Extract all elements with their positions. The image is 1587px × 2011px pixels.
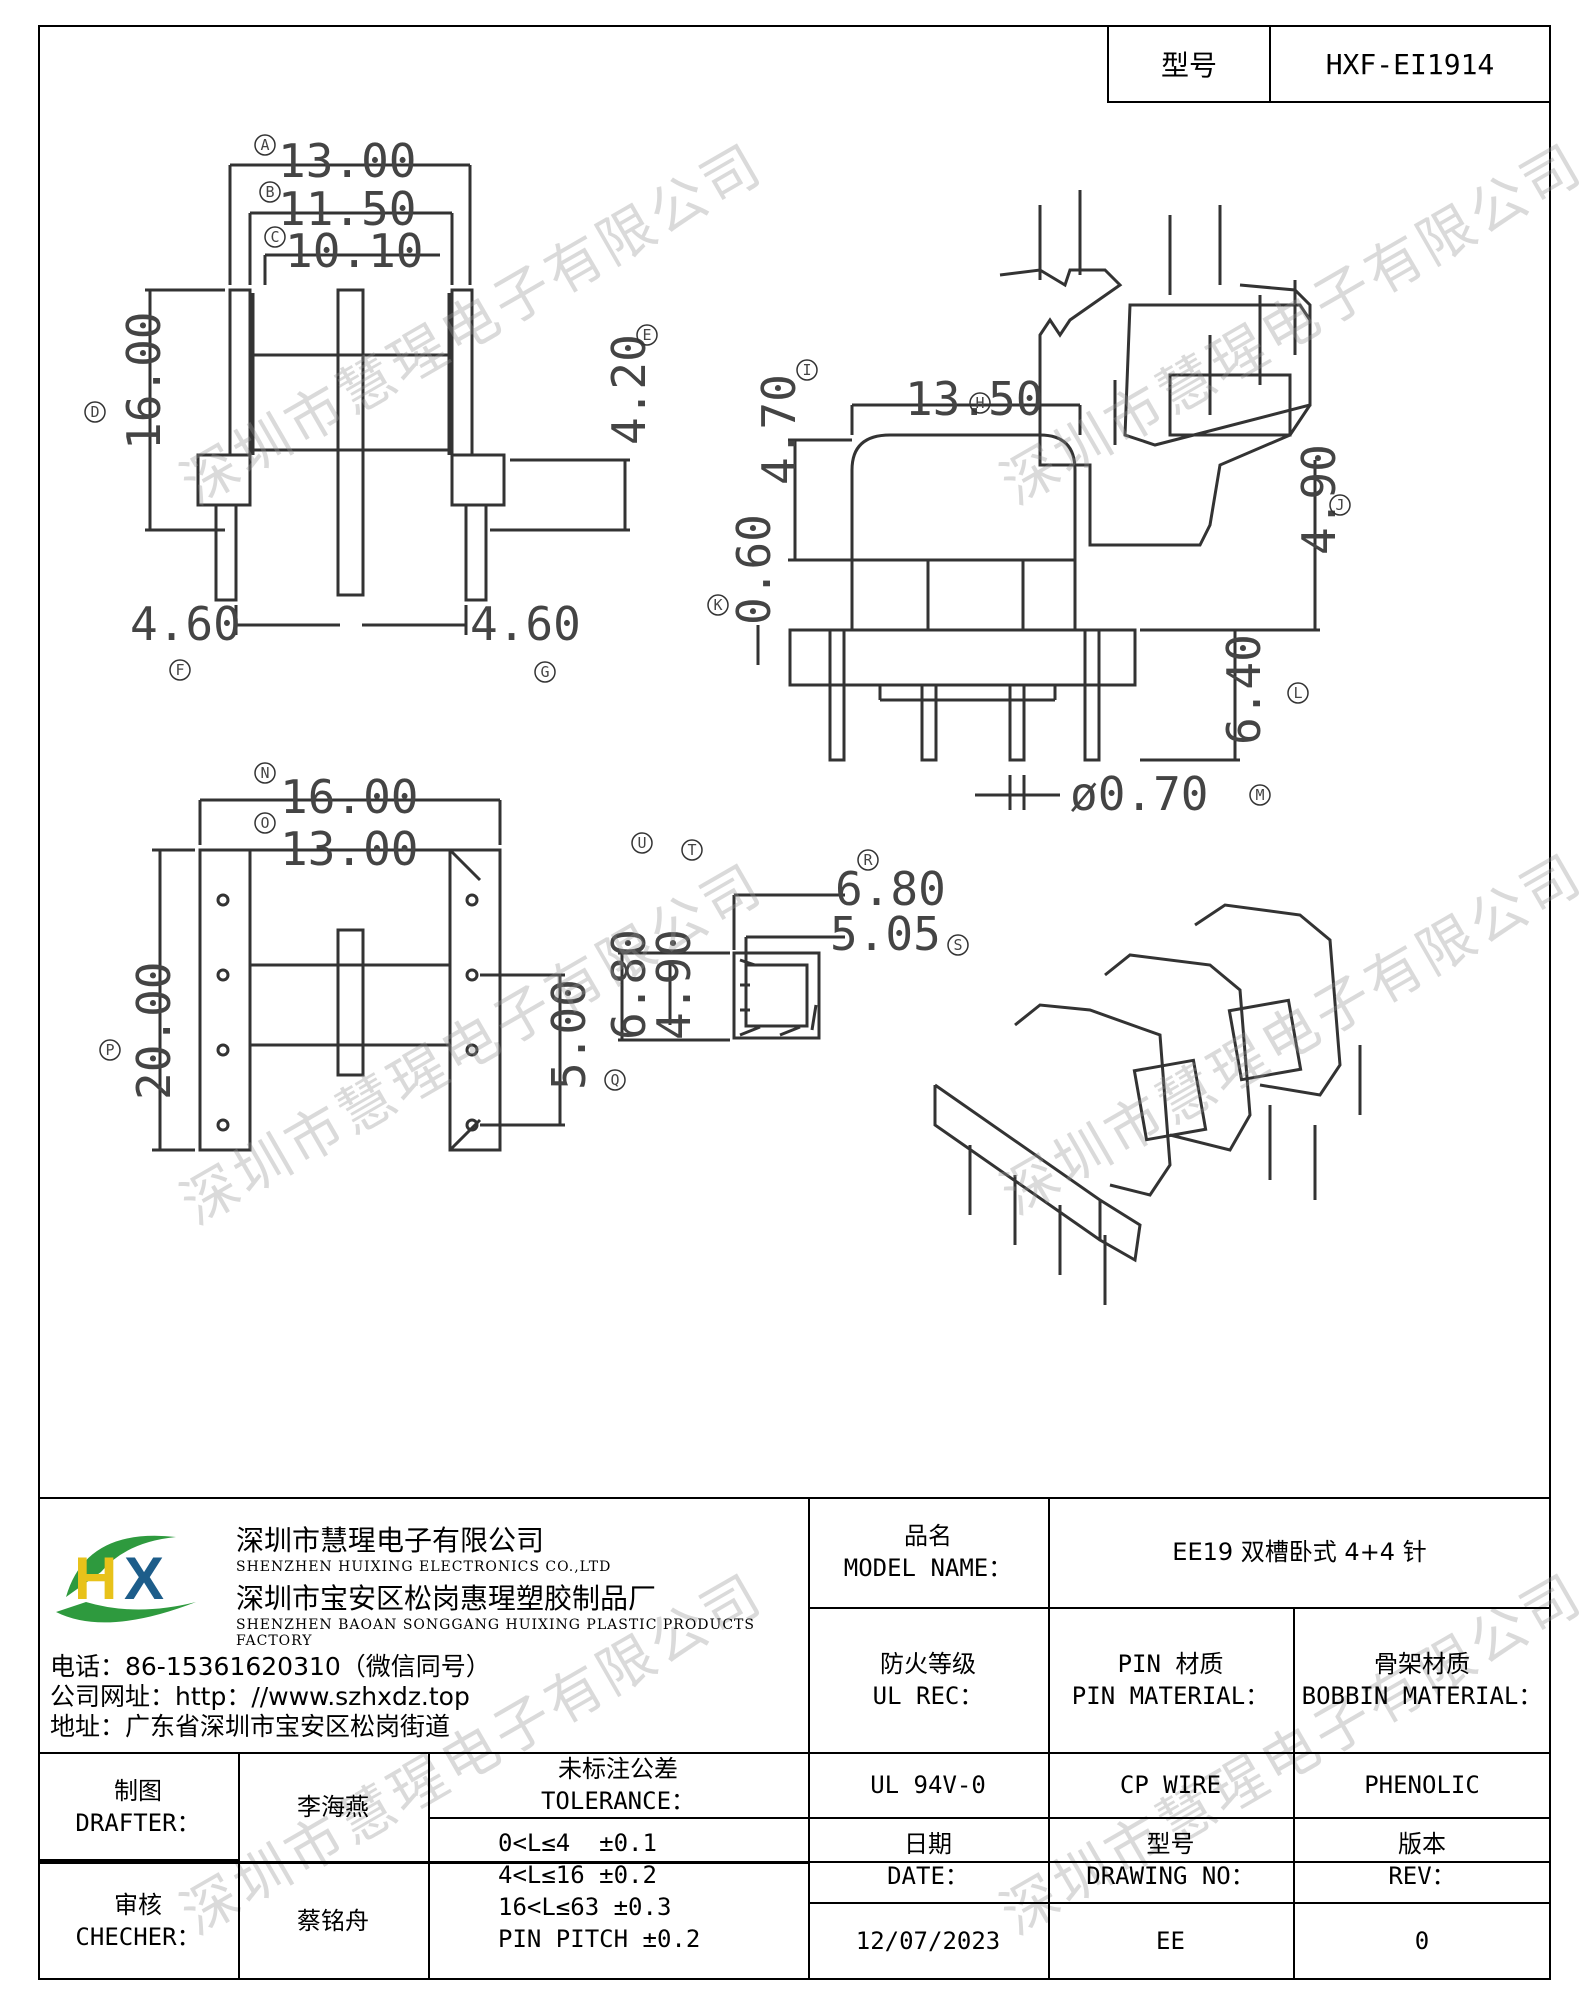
dim-c: 10.10 (285, 224, 423, 278)
company-phone: 电话：86-15361620310（微信同号） (50, 1652, 491, 1681)
dim-n: 16.00 (280, 770, 418, 824)
marker-o: O (260, 814, 269, 832)
logo-x: X (124, 1545, 164, 1612)
tolerance-line: 0<L≤4 ±0.1 (498, 1829, 657, 1857)
dim-r: 6.80 (835, 862, 946, 916)
company-website: 公司网址：http：//www.szhxdz.top (50, 1682, 470, 1711)
tolerance-line: 16<L≤63 ±0.3 (498, 1893, 672, 1921)
dim-e: 4.20 (602, 334, 656, 445)
dim-j: 4.90 (1292, 444, 1346, 555)
model-number-value: HXF-EI1914 (1325, 47, 1495, 81)
ul-rating-value: UL 94V-0 (870, 1770, 986, 1799)
company-address: 地址：广东省深圳市宝安区松岗街道 (50, 1712, 451, 1741)
dim-i: 4.70 (752, 374, 806, 485)
company-name-cn: 深圳市慧瑆电子有限公司 (236, 1524, 545, 1557)
marker-u: U (637, 834, 646, 852)
top-view (198, 848, 502, 1152)
marker-s: S (953, 936, 962, 954)
drawing-sheet-border (38, 25, 1551, 1980)
marker-g: G (540, 663, 549, 681)
pin-material-label: PIN 材质 PIN MATERIAL： (1071, 1649, 1270, 1710)
isometric-view-bottom (933, 903, 1362, 1305)
marker-n: N (260, 764, 269, 782)
date-value: 12/07/2023 (855, 1927, 1001, 1955)
marker-f: F (175, 661, 184, 679)
pin-section-view (732, 951, 821, 1040)
marker-q: Q (610, 1071, 619, 1089)
dim-f: 4.60 (130, 597, 241, 651)
drawing-no-value: EE (1156, 1927, 1185, 1955)
title-block: H X 深圳市慧瑆电子有限公司 SHENZHEN HUIXING ELECTRO… (38, 1497, 1551, 1980)
dim-q: 5.00 (542, 979, 596, 1090)
front-view (788, 433, 1137, 762)
drawing-no-label: 型号 DRAWING NO： (1086, 1829, 1255, 1890)
marker-m: M (1255, 786, 1264, 804)
dim-b: 11.50 (278, 182, 416, 236)
dim-s: 5.05 (830, 907, 941, 961)
factory-name-en: SHENZHEN BAOAN SONGGANG HUIXING PLASTIC … (236, 1617, 755, 1649)
drafter-name: 李海燕 (297, 1793, 369, 1821)
marker-h: H (975, 394, 984, 412)
date-label: 日期 DATE： (887, 1829, 969, 1890)
company-logo: H X (56, 1535, 196, 1623)
marker-k: K (713, 596, 722, 614)
tolerance-table: 0<L≤4 ±0.1 4<L≤16 ±0.2 16<L≤63 ±0.3 PIN … (498, 1827, 700, 1955)
dim-p: 20.00 (127, 962, 181, 1100)
tolerance-label: 未标注公差 TOLERANCE： (540, 1754, 696, 1815)
marker-e: E (642, 326, 651, 344)
checker-name: 蔡铭舟 (297, 1907, 369, 1935)
company-name-en: SHENZHEN HUIXING ELECTRONICS CO.,LTD (236, 1559, 612, 1575)
model-name-value: EE19 双槽卧式 4+4 针 (1172, 1538, 1427, 1566)
dim-t: 4.90 (647, 929, 701, 1040)
dim-k: 0.60 (727, 514, 781, 625)
rev-label: 版本 REV： (1388, 1829, 1456, 1890)
bobbin-material-label: 骨架材质 BOBBIN MATERIAL： (1301, 1649, 1543, 1710)
logo-h: H (74, 1545, 117, 1612)
marker-t: T (687, 841, 696, 859)
ul-rating-label: 防火等级 UL REC： (872, 1649, 984, 1710)
marker-d: D (90, 403, 99, 421)
factory-name-cn: 深圳市宝安区松岗惠瑆塑胶制品厂 (236, 1582, 657, 1615)
side-view (196, 288, 506, 602)
checker-label: 审核 CHECHER： (75, 1891, 201, 1951)
model-number-box: 型号 HXF-EI1914 (1107, 25, 1551, 103)
tolerance-line: 4<L≤16 ±0.2 (498, 1861, 657, 1889)
dim-d: 16.00 (117, 312, 171, 450)
dim-l: 6.40 (1217, 634, 1271, 745)
isometric-view-top (999, 190, 1312, 547)
marker-j: J (1335, 496, 1344, 514)
dim-a: 13.00 (278, 134, 416, 188)
tolerance-line: PIN PITCH ±0.2 (498, 1925, 701, 1953)
dim-o: 13.00 (280, 822, 418, 876)
marker-b: B (265, 183, 274, 201)
marker-c: C (270, 228, 279, 246)
pin-material-value: CP WIRE (1119, 1770, 1222, 1799)
bobbin-material-value: PHENOLIC (1364, 1770, 1480, 1799)
marker-i: I (802, 361, 811, 379)
dim-u: 6.80 (602, 929, 656, 1040)
rev-value: 0 (1414, 1927, 1430, 1955)
company-info: H X 深圳市慧瑆电子有限公司 SHENZHEN HUIXING ELECTRO… (38, 1497, 808, 1757)
marker-l: L (1293, 684, 1302, 702)
technical-drawing: 13.00 11.50 10.10 16.00 4.20 4.60 4.60 1… (84, 134, 1362, 1305)
dim-m: ø0.70 (1070, 767, 1208, 821)
dim-g: 4.60 (470, 597, 581, 651)
model-number-label: 型号 (1109, 27, 1271, 101)
drafter-label: 制图 DRAFTER： (75, 1777, 201, 1837)
model-name-label: 品名 MODEL NAME： (843, 1522, 1013, 1582)
marker-r: R (863, 851, 873, 869)
marker-a: A (260, 136, 269, 154)
marker-p: P (105, 1041, 114, 1059)
dim-h: 13.50 (905, 372, 1043, 426)
